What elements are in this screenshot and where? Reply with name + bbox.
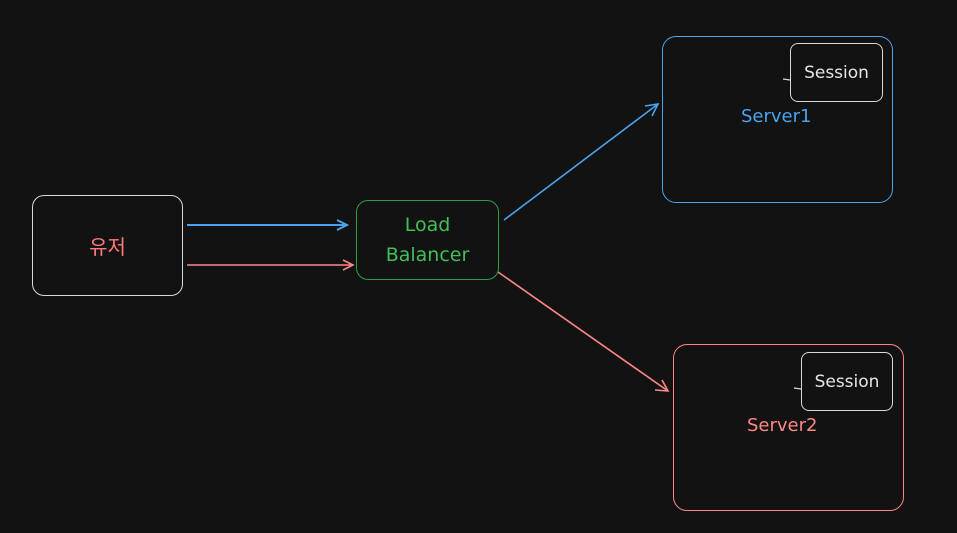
server2-node [673,344,904,511]
user-label: 유저 [89,235,126,259]
server1-session-label: Session [804,62,869,83]
server1-label: Server1 [741,106,812,127]
load-balancer-label-line1: Load [404,214,451,236]
server1-node [662,36,893,203]
server2-session-label: Session [814,371,880,392]
edge-lb-server1 [503,103,659,221]
edge-lb-server2 [497,271,669,392]
server2-label: Server2 [747,415,818,436]
server1-session-box: Session [790,43,883,102]
server2-session-box: Session [801,352,893,411]
arrowhead-lb-server1 [644,102,660,117]
arrowhead-lb-server2 [654,379,670,392]
session1-tick [782,78,791,81]
arrowhead-user-lb-red [342,259,355,271]
load-balancer-node: Load Balancer [356,200,499,280]
load-balancer-label-line2: Balancer [385,244,470,266]
session2-tick [793,387,802,390]
user-node: 유저 [32,195,183,296]
arrowhead-user-lb-blue [336,219,350,231]
